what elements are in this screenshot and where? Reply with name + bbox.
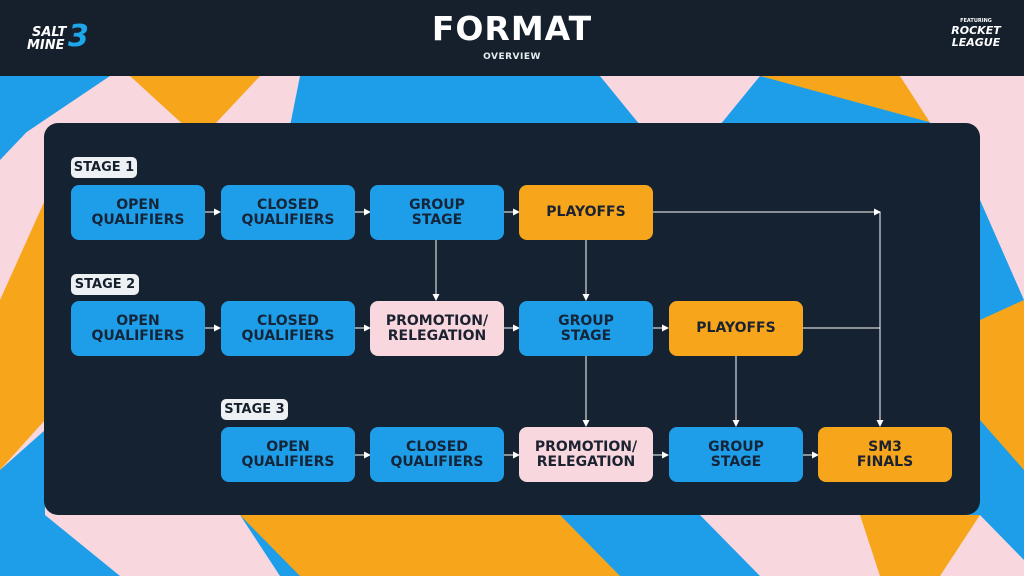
logo-mine-text: MINE — [27, 38, 65, 53]
stage-2-closed-qualifiers: CLOSED QUALIFIERS — [221, 301, 355, 356]
stage-3-closed-qualifiers: CLOSED QUALIFIERS — [370, 427, 504, 482]
stage-2-open-qualifiers: OPEN QUALIFIERS — [71, 301, 205, 356]
rocket-league-logo: FEATURING ROCKET LEAGUE — [936, 18, 1016, 52]
stage-3-promotion-relegation: PROMOTION/ RELEGATION — [519, 427, 653, 482]
stage-3-group-stage: GROUP STAGE — [669, 427, 803, 482]
stage-1-closed-qualifiers: CLOSED QUALIFIERS — [221, 185, 355, 240]
logo-featuring-text: FEATURING — [960, 18, 992, 24]
logo-salt-text: SALT — [32, 25, 67, 40]
logo-number: 3 — [68, 19, 89, 54]
logo-rocket-text: ROCKET — [951, 24, 1001, 37]
sm3-finals: SM3 FINALS — [818, 427, 952, 482]
stage-1-label: STAGE 1 — [71, 157, 137, 178]
logo-league-text: LEAGUE — [951, 36, 1001, 49]
stage-3-label: STAGE 3 — [221, 399, 288, 420]
stage-1-group-stage: GROUP STAGE — [370, 185, 504, 240]
header-bar — [0, 0, 1024, 76]
stage-2-playoffs: PLAYOFFS — [669, 301, 803, 356]
page-subtitle: OVERVIEW — [483, 52, 541, 62]
stage-2-group-stage: GROUP STAGE — [519, 301, 653, 356]
stage-1-open-qualifiers: OPEN QUALIFIERS — [71, 185, 205, 240]
stage-1-playoffs: PLAYOFFS — [519, 185, 653, 240]
page-title: FORMAT — [431, 9, 593, 48]
stage-2-promotion-relegation: PROMOTION/ RELEGATION — [370, 301, 504, 356]
stage-3-open-qualifiers: OPEN QUALIFIERS — [221, 427, 355, 482]
salt-mine-logo: SALT MINE 3 — [20, 14, 94, 62]
stage-2-label: STAGE 2 — [71, 274, 139, 295]
